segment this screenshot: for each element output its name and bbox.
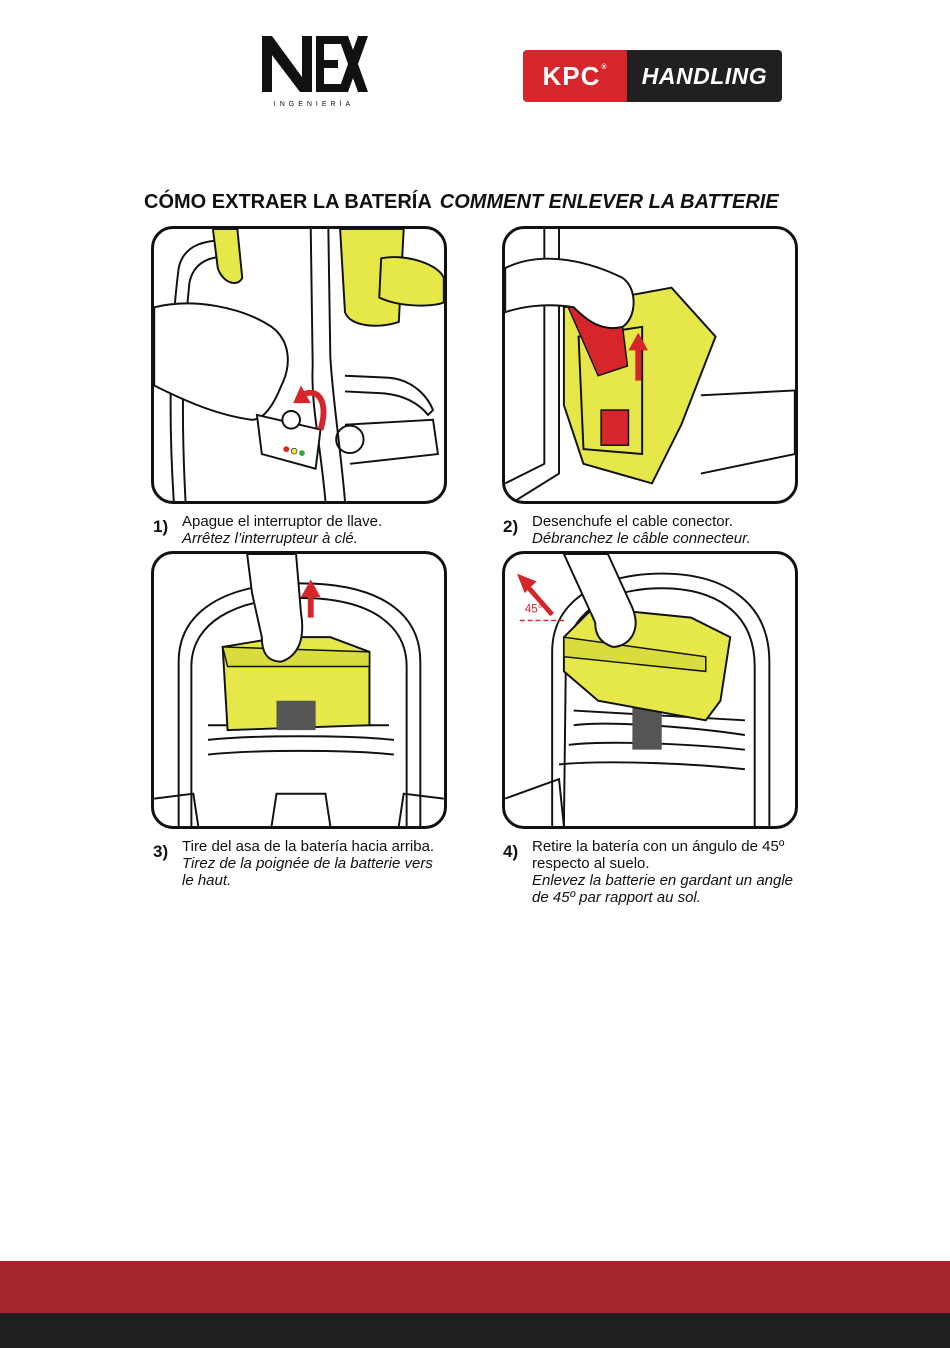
illustration-step-4: 45° xyxy=(502,551,798,829)
step-4-caption: 4) Retire la batería con un ángulo de 45… xyxy=(503,838,843,910)
step-3-fr-line-2: le haut. xyxy=(182,872,232,889)
illustration-step-2 xyxy=(502,226,798,504)
step-3-es: Tire del asa de la batería hacia arriba. xyxy=(182,838,435,855)
page-title: CÓMO EXTRAER LA BATERÍA COMMENT ENLEVER L… xyxy=(144,191,779,214)
step-1-fr: Arrêtez l’interrupteur à clé. xyxy=(182,530,358,547)
step-number: 3) xyxy=(153,842,169,861)
key-switch-illustration xyxy=(154,229,444,501)
nex-subtitle: INGENIERÍA xyxy=(274,99,354,108)
step-number: 4) xyxy=(503,842,519,861)
step-4-fr-line-2: de 45º par rapport au sol. xyxy=(532,889,701,906)
kpc-text: KPC xyxy=(542,60,601,91)
step-4-es-line-2: respecto al suelo. xyxy=(532,855,650,872)
step-1-caption: 1) Apague el interruptor de llave. Arrêt… xyxy=(153,513,473,553)
connector-illustration xyxy=(505,229,795,501)
kpc-registered-mark: ® xyxy=(601,64,608,71)
illustration-step-1 xyxy=(151,226,447,504)
step-2-es: Desenchufe el cable conector. xyxy=(532,513,733,530)
step-3-caption: 3) Tire del asa de la batería hacia arri… xyxy=(153,838,473,898)
title-fr: COMMENT ENLEVER LA BATTERIE xyxy=(439,191,779,213)
angle-label: 45° xyxy=(525,603,543,616)
step-2-fr: Débranchez le câble connecteur. xyxy=(532,530,751,547)
nex-logo: INGENIERÍA xyxy=(262,36,368,108)
footer-red-band xyxy=(0,1261,950,1313)
kpc-logo-part: KPC® xyxy=(523,50,627,102)
footer-dark-band xyxy=(0,1313,950,1348)
step-4-es-line-1: Retire la batería con un ángulo de 45º xyxy=(532,838,785,855)
step-2-caption: 2) Desenchufe el cable conector. Débranc… xyxy=(503,513,823,553)
illustration-step-3 xyxy=(151,551,447,829)
step-3-fr-line-1: Tirez de la poignée de la batterie vers xyxy=(182,855,433,872)
step-1-es: Apague el interruptor de llave. xyxy=(182,513,383,530)
kpc-handling-logo: KPC® HANDLING xyxy=(523,50,782,102)
lift-battery-illustration xyxy=(154,554,444,826)
handling-text: HANDLING xyxy=(627,50,782,102)
title-es: CÓMO EXTRAER LA BATERÍA xyxy=(144,191,432,213)
remove-battery-illustration: 45° xyxy=(505,554,771,826)
step-number: 2) xyxy=(503,517,519,536)
step-4-fr-line-1: Enlevez la batterie en gardant un angle xyxy=(532,872,794,889)
step-number: 1) xyxy=(153,517,169,536)
